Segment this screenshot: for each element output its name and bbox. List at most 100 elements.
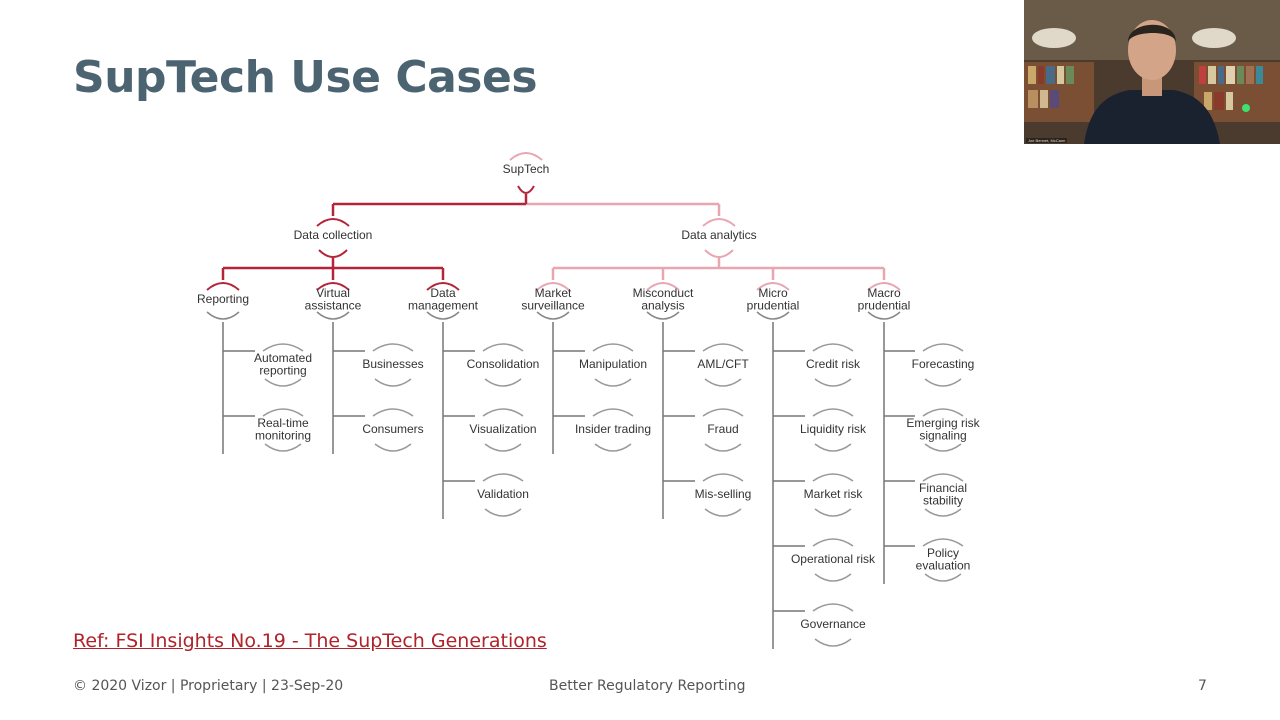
video-frame-image bbox=[1024, 0, 1280, 144]
node-arc-bottom bbox=[484, 443, 522, 452]
node-arc-top bbox=[482, 343, 524, 352]
node-arc-bottom bbox=[484, 378, 522, 387]
leaf-node-forecasting: Forecasting bbox=[912, 357, 975, 371]
node-arc-bottom bbox=[704, 508, 742, 517]
node-arc-top bbox=[922, 473, 964, 482]
node-arc-bottom bbox=[704, 378, 742, 387]
leaf-node-market-risk: Market risk bbox=[804, 487, 864, 501]
leaf-node-aml-cft: AML/CFT bbox=[697, 357, 749, 371]
node-arc-bottom bbox=[594, 378, 632, 387]
node-arc-bottom bbox=[814, 638, 852, 647]
node-arc-top bbox=[536, 282, 570, 291]
node-arc-bottom bbox=[594, 443, 632, 452]
node-arc-top bbox=[812, 408, 854, 417]
leaf-node-manipulation: Manipulation bbox=[579, 357, 647, 371]
node-arc-top bbox=[316, 218, 350, 227]
node-arc-bottom bbox=[206, 311, 240, 320]
leaf-node-businesses: Businesses bbox=[362, 357, 423, 371]
node-arc-top bbox=[702, 473, 744, 482]
node-arc-bottom bbox=[924, 378, 962, 387]
node-arc-top bbox=[509, 152, 543, 161]
leaf-node-consumers: Consumers bbox=[362, 422, 423, 436]
node-arc-bottom bbox=[374, 443, 412, 452]
footer-title: Better Regulatory Reporting bbox=[549, 678, 746, 694]
node-arc-bottom bbox=[867, 311, 901, 320]
leaf-node-insider-trading: Insider trading bbox=[575, 422, 651, 436]
node-arc-top bbox=[372, 343, 414, 352]
leaf-node-mis-selling: Mis-selling bbox=[695, 487, 752, 501]
leaf-node-fraud: Fraud bbox=[707, 422, 738, 436]
node-arc-bottom bbox=[426, 311, 460, 320]
leaf-node-validation: Validation bbox=[477, 487, 529, 501]
node-arc-bottom bbox=[646, 311, 680, 320]
node-arc-bottom bbox=[316, 311, 350, 320]
leaf-node-visualization: Visualization bbox=[469, 422, 536, 436]
node-arc-top bbox=[262, 343, 304, 352]
branch-node-data-collection: Data collection bbox=[294, 228, 373, 242]
footer-copyright: © 2020 Vizor | Proprietary | 23-Sep-20 bbox=[73, 678, 344, 694]
node-arc-top bbox=[756, 282, 790, 291]
node-arc-top bbox=[646, 282, 680, 291]
group-node-reporting: Reporting bbox=[197, 292, 249, 306]
node-arc-bottom bbox=[264, 378, 302, 387]
node-arc-top bbox=[702, 218, 736, 227]
node-arc-bottom bbox=[924, 443, 962, 452]
node-arc-bottom bbox=[704, 249, 734, 258]
node-arc-bottom bbox=[814, 443, 852, 452]
node-arc-bottom bbox=[318, 249, 348, 258]
node-arc-top bbox=[922, 538, 964, 547]
node-arc-top bbox=[922, 343, 964, 352]
node-arc-top bbox=[922, 408, 964, 417]
slide-title: SupTech Use Cases bbox=[73, 52, 538, 103]
participant-name: Joe Bennet, McCann bbox=[1026, 138, 1068, 143]
node-arc-bottom bbox=[924, 573, 962, 582]
node-arc-bottom bbox=[374, 378, 412, 387]
node-arc-bottom bbox=[814, 573, 852, 582]
node-arc-bottom bbox=[704, 443, 742, 452]
node-arc-top bbox=[426, 282, 460, 291]
node-arc-bottom bbox=[924, 508, 962, 517]
reference-link[interactable]: Ref: FSI Insights No.19 - The SupTech Ge… bbox=[73, 630, 547, 652]
leaf-node-consolidation: Consolidation bbox=[467, 357, 540, 371]
node-arc-bottom bbox=[756, 311, 790, 320]
root-node-suptech: SupTech bbox=[503, 162, 550, 176]
branch-node-data-analytics: Data analytics bbox=[681, 228, 756, 242]
participant-video-tile: Joe Bennet, McCann bbox=[1024, 0, 1280, 144]
node-arc-top bbox=[812, 343, 854, 352]
node-arc-bottom bbox=[814, 508, 852, 517]
leaf-node-governance: Governance bbox=[800, 617, 866, 631]
node-arc-top bbox=[482, 408, 524, 417]
node-arc-top bbox=[867, 282, 901, 291]
node-arc-top bbox=[812, 473, 854, 482]
leaf-node-operational-risk: Operational risk bbox=[791, 552, 876, 566]
node-arc-bottom bbox=[536, 311, 570, 320]
node-arc-bottom bbox=[264, 443, 302, 452]
node-arc-top bbox=[592, 408, 634, 417]
node-arc-top bbox=[812, 538, 854, 547]
node-arc-bottom bbox=[517, 185, 535, 194]
node-arc-bottom bbox=[814, 378, 852, 387]
node-arc-bottom bbox=[484, 508, 522, 517]
node-arc-top bbox=[702, 408, 744, 417]
leaf-node-credit-risk: Credit risk bbox=[806, 357, 861, 371]
node-arc-top bbox=[316, 282, 350, 291]
node-arc-top bbox=[482, 473, 524, 482]
footer-page-number: 7 bbox=[1198, 678, 1207, 694]
node-arc-top bbox=[206, 282, 240, 291]
node-arc-top bbox=[812, 603, 854, 612]
node-arc-top bbox=[702, 343, 744, 352]
node-arc-top bbox=[262, 408, 304, 417]
node-arc-top bbox=[592, 343, 634, 352]
